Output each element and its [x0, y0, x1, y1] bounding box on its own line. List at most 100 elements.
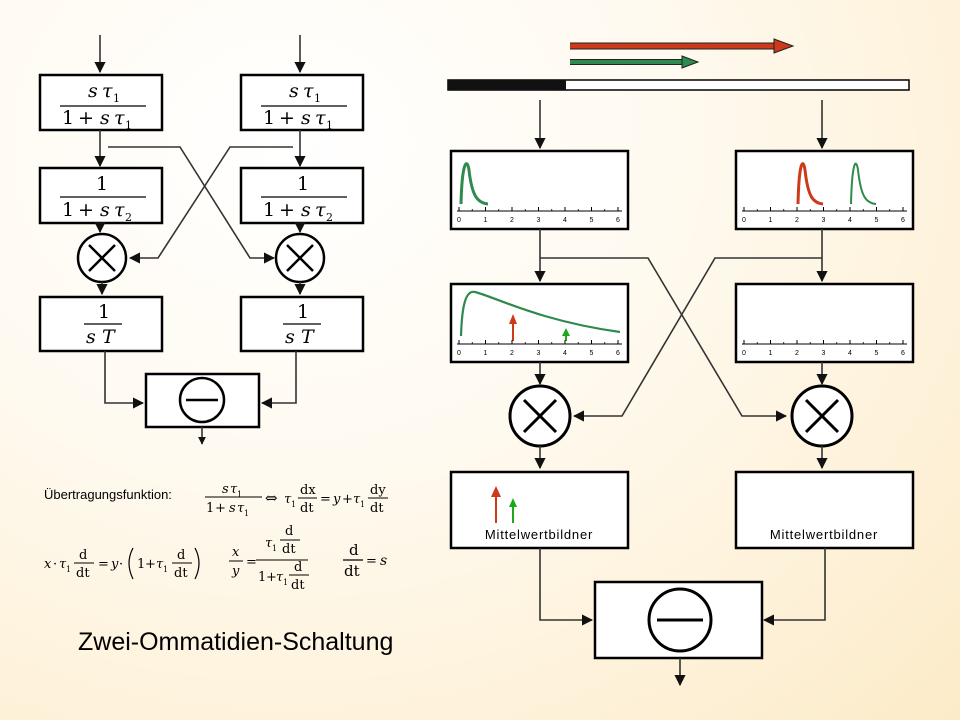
stimulus-bar-dark-segment: [448, 80, 566, 90]
svg-text:1: 1: [237, 490, 242, 499]
svg-text:dx: dx: [300, 483, 316, 498]
svg-text:T: T: [102, 326, 116, 348]
multiplier-icon-left: [76, 232, 128, 284]
svg-text:1: 1: [258, 570, 266, 585]
tick-label: 6: [616, 350, 620, 357]
svg-text:1: 1: [297, 301, 309, 323]
svg-text:τ: τ: [315, 199, 326, 221]
highpass-block-right: [239, 73, 365, 132]
svg-text:dt: dt: [282, 542, 296, 557]
lowpass-formula-right: 1 1 + s τ 2: [261, 173, 347, 224]
svg-text:dt: dt: [344, 562, 360, 580]
svg-text:y: y: [110, 557, 119, 572]
subtractor-icon-right: [647, 587, 713, 653]
multiplier-icon-right: [274, 232, 326, 284]
svg-text:1: 1: [291, 500, 296, 509]
svg-text:τ: τ: [102, 80, 113, 102]
svg-text:1: 1: [66, 565, 71, 574]
svg-text:d: d: [285, 524, 293, 539]
svg-text:τ: τ: [114, 107, 125, 129]
tick-label: 3: [537, 217, 541, 224]
tick-label: 6: [901, 350, 905, 357]
svg-text:+: +: [279, 107, 295, 129]
tick-label: 2: [795, 350, 799, 357]
multiplier-icon-left-2: [508, 384, 572, 448]
red-response-curve: [796, 162, 824, 206]
svg-text:1: 1: [137, 557, 145, 572]
tick-label: 0: [457, 217, 461, 224]
svg-text:=: =: [366, 554, 377, 569]
svg-text:s: s: [380, 553, 387, 569]
svg-text:dt: dt: [300, 501, 314, 516]
svg-text:+: +: [215, 501, 226, 516]
tick-label: 4: [563, 350, 567, 357]
svg-text:1: 1: [326, 119, 333, 132]
tick-label: 1: [484, 350, 488, 357]
lowpass-response-curve: [459, 290, 621, 337]
svg-text:1: 1: [283, 578, 288, 587]
red-motion-arrow: [570, 38, 795, 54]
svg-text:1: 1: [113, 92, 120, 105]
tick-label: 5: [590, 350, 594, 357]
svg-text:2: 2: [326, 211, 333, 224]
tick-label: 3: [537, 350, 541, 357]
svg-text:=: =: [98, 557, 109, 572]
svg-text:dt: dt: [76, 566, 90, 581]
tick-label: 2: [510, 217, 514, 224]
tick-label: 5: [875, 350, 879, 357]
svg-text:τ: τ: [265, 536, 273, 551]
transfer-function: Übertragungsfunktion: s τ 1 1 + s τ 1 ⇔ …: [44, 482, 388, 593]
svg-text:1: 1: [314, 92, 321, 105]
tick-label: 1: [769, 350, 773, 357]
lowpass-plot-right: [734, 282, 915, 364]
svg-text:=: =: [320, 492, 331, 507]
integrator-formula-right: 1 s T: [283, 301, 321, 348]
tick-label: 4: [563, 217, 567, 224]
svg-text:2: 2: [125, 211, 132, 224]
highpass-formula-right: s τ 1 1 + s τ 1: [261, 80, 347, 132]
tick-label: 1: [484, 217, 488, 224]
averager-block-left: [449, 470, 630, 550]
transfer-label: Übertragungsfunktion:: [44, 487, 172, 502]
tick-label: 4: [848, 217, 852, 224]
svg-text:dt: dt: [370, 501, 384, 516]
response-plot-right-1: [734, 149, 915, 231]
svg-text:+: +: [145, 557, 156, 572]
cross-wire-left-to-right-2: [540, 257, 788, 422]
svg-text:s: s: [100, 199, 110, 221]
svg-text:1: 1: [125, 119, 132, 132]
svg-text:1: 1: [360, 500, 365, 509]
svg-text:s: s: [86, 326, 96, 348]
tick-label: 6: [616, 217, 620, 224]
subtractor-icon-left: [178, 376, 226, 424]
svg-text:⇔: ⇔: [265, 489, 278, 507]
svg-text:τ: τ: [230, 482, 238, 497]
svg-text:τ: τ: [156, 557, 164, 572]
highpass-formula-left: s τ 1 1 + s τ 1: [60, 80, 146, 132]
svg-text:d: d: [79, 548, 87, 563]
svg-text:x: x: [44, 557, 52, 572]
svg-text:s: s: [222, 482, 229, 497]
svg-text:y: y: [231, 564, 240, 579]
tick-label: 0: [742, 217, 746, 224]
svg-text:s: s: [289, 80, 299, 102]
svg-text:1: 1: [163, 565, 168, 574]
green-response-curve: [459, 162, 489, 206]
svg-text:+: +: [342, 492, 353, 507]
cross-wire-right-to-left: [128, 146, 293, 264]
svg-text:dt: dt: [291, 578, 305, 593]
cross-wire-left-to-right: [108, 146, 276, 264]
tick-label: 5: [875, 217, 879, 224]
svg-text:1: 1: [206, 501, 214, 516]
svg-text:τ: τ: [353, 492, 361, 507]
svg-text:s: s: [301, 199, 311, 221]
svg-text:·: ·: [119, 557, 123, 572]
svg-text:x: x: [232, 545, 240, 560]
tick-label: 6: [901, 217, 905, 224]
svg-text:1: 1: [96, 173, 108, 195]
svg-text:τ: τ: [303, 80, 314, 102]
diagram-title: Zwei-Ommatidien-Schaltung: [78, 628, 393, 656]
svg-text:1: 1: [62, 107, 74, 129]
svg-text:1: 1: [272, 544, 277, 553]
